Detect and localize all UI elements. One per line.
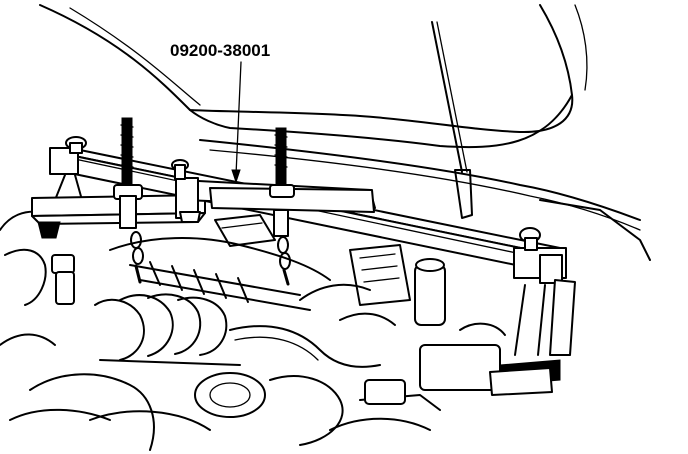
left-fender	[0, 210, 155, 451]
engine-block	[89, 214, 506, 446]
left-hook-assembly	[113, 117, 144, 284]
center-bolt	[171, 159, 189, 180]
hood-prop-rod	[431, 21, 473, 219]
callout-arrowhead	[231, 169, 241, 184]
right-hook-assembly	[209, 127, 375, 286]
callout-leader-line	[235, 61, 242, 176]
hood	[39, 4, 588, 149]
part-callout: 09200-38001	[170, 41, 270, 184]
left-support-foot	[31, 174, 206, 239]
right-support-foot	[489, 227, 576, 396]
part-number-label: 09200-38001	[170, 41, 270, 60]
